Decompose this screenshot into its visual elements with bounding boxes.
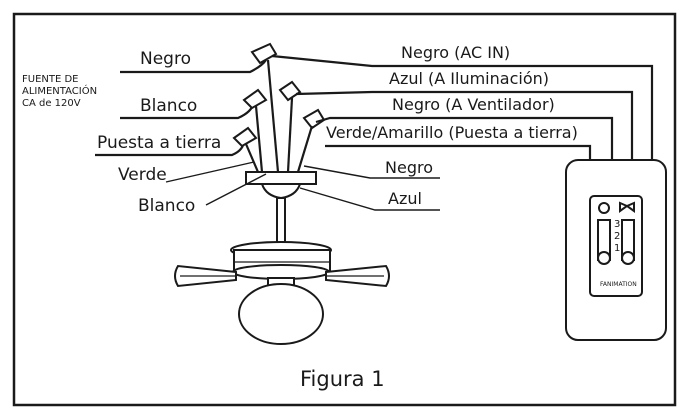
source-label-line1: FUENTE DE [22, 74, 79, 85]
light-globe [238, 283, 324, 345]
wire-nut-blue [278, 80, 302, 102]
speed-number-3: 3 [614, 219, 620, 230]
source-label-line2: ALIMENTACIÓN [22, 84, 97, 97]
light-icon [598, 202, 610, 214]
wire-nut-ground [232, 126, 258, 148]
label-blanco-supply: Blanco [140, 96, 197, 116]
fan-wire [315, 116, 614, 160]
label-ac-in: Negro (AC IN) [401, 43, 510, 62]
canopy-wire-black [266, 59, 280, 173]
label-negro-supply: Negro [140, 49, 191, 69]
ac-in-wire [271, 54, 654, 160]
label-verde: Verde [118, 165, 167, 185]
label-blanco-fan: Blanco [138, 196, 195, 216]
speed-number-1: 1 [614, 243, 620, 254]
fan-icon [619, 201, 635, 213]
canopy-wire-blue [286, 97, 294, 173]
label-tierra-control: Verde/Amarillo (Puesta a tierra) [326, 123, 578, 142]
label-ventilador: Negro (A Ventilador) [392, 95, 555, 114]
control-brand-label: FANIMATION [600, 281, 637, 288]
figure-caption: Figura 1 [300, 367, 385, 391]
leader-negro [303, 165, 440, 179]
label-iluminacion: Azul (A Iluminación) [389, 69, 549, 88]
leader-blanco [205, 173, 267, 206]
label-puesta-tierra: Puesta a tierra [97, 133, 221, 153]
leader-azul [299, 187, 440, 211]
mounting-bracket [245, 171, 317, 185]
speed-number-2: 2 [614, 231, 620, 242]
lighting-wire [295, 90, 634, 160]
source-label-line3: CA de 120V [22, 98, 81, 109]
wire-nut-white [242, 88, 268, 110]
canopy-wire-fan [296, 125, 314, 173]
light-slider-knob [597, 251, 611, 265]
label-azul-fan: Azul [388, 189, 422, 208]
label-negro-fan: Negro [385, 158, 433, 177]
figure-border [12, 12, 677, 407]
ground-wire-control [325, 144, 592, 160]
canopy-wire-white [254, 105, 264, 173]
wire-nut-black [250, 42, 278, 65]
leader-verde [165, 161, 255, 183]
canopy-wire-green [244, 143, 260, 173]
fan-motor-bottom [232, 264, 330, 280]
downrod [276, 197, 286, 247]
fan-slider-knob [621, 251, 635, 265]
